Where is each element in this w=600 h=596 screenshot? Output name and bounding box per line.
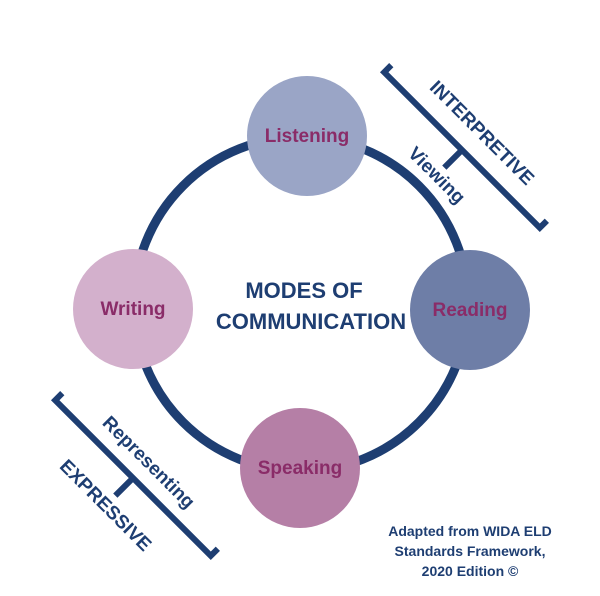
listening-circle: [247, 76, 367, 196]
expressive-bracket: Representing EXPRESSIVE: [50, 391, 220, 561]
credit-line1: Adapted from WIDA ELD: [388, 523, 552, 539]
writing-circle: [73, 249, 193, 369]
interpretive-bracket-shape: [379, 63, 549, 233]
center-title-line2: COMMUNICATION: [216, 309, 406, 334]
speaking-label: Speaking: [258, 458, 342, 479]
expressive-heading: EXPRESSIVE: [55, 456, 155, 556]
writing-label: Writing: [100, 299, 165, 320]
listening-label: Listening: [265, 126, 349, 147]
reading-label: Reading: [433, 300, 508, 321]
reading-circle: [410, 250, 530, 370]
credit-line3: 2020 Edition ©: [422, 563, 519, 579]
center-title-line1: MODES OF: [245, 278, 362, 303]
speaking-circle: [240, 408, 360, 528]
credit-line2: Standards Framework,: [395, 543, 546, 559]
expressive-bracket-shape: [50, 391, 220, 561]
